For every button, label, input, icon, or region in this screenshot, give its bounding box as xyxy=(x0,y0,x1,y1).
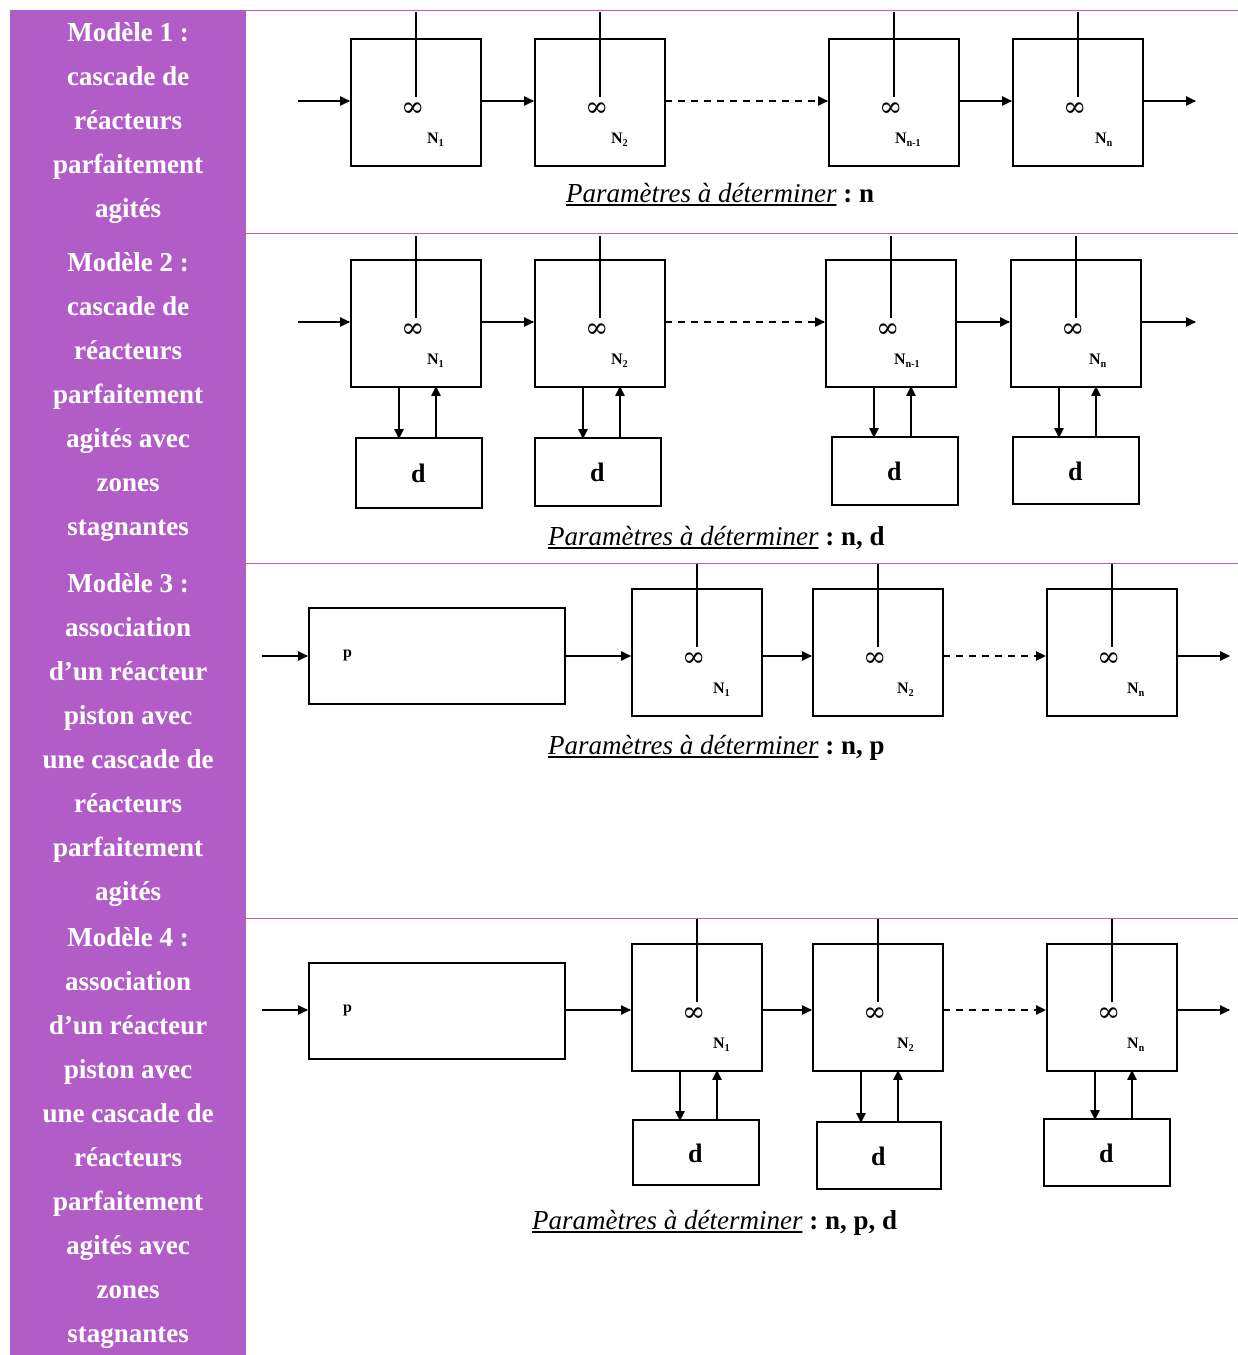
stagnant-zone-box xyxy=(534,437,662,507)
params-values: : n, d xyxy=(818,521,885,551)
reactor-label: Nn xyxy=(1089,351,1107,370)
model-label-line: Modèle 4 : xyxy=(67,922,189,952)
stagnant-zone-label: d xyxy=(1099,1139,1114,1168)
model-label-line: zones xyxy=(96,1274,160,1304)
reactor-label: Nn-1 xyxy=(895,130,920,149)
stirred-tank-reactor xyxy=(534,259,666,388)
model-4-label: Modèle 4 : association d’un réacteur pis… xyxy=(10,915,246,1355)
agitator-icon: ∞ xyxy=(585,90,608,123)
model-label-line: Modèle 2 : xyxy=(67,247,189,277)
reactor-label: N1 xyxy=(713,680,730,699)
model-label-line: association xyxy=(64,966,191,996)
plug-flow-label: p xyxy=(343,644,352,661)
model-label-line: réacteurs xyxy=(74,1142,182,1172)
row-divider xyxy=(246,10,1238,11)
agitator-icon: ∞ xyxy=(682,995,705,1028)
agitator-icon: ∞ xyxy=(585,311,608,344)
model-label-line: cascade de xyxy=(66,61,190,91)
reactor-label: N2 xyxy=(611,351,628,370)
agitator-icon: ∞ xyxy=(1061,311,1084,344)
stagnant-zone-box xyxy=(632,1119,760,1186)
model-label-line: association xyxy=(64,612,191,642)
stagnant-zone-label: d xyxy=(590,458,605,487)
row-divider xyxy=(246,233,1238,234)
model-2-label: Modèle 2 : cascade de réacteurs parfaite… xyxy=(10,240,246,548)
model-label-line: réacteurs xyxy=(74,335,182,365)
model-3-label: Modèle 3 : association d’un réacteur pis… xyxy=(10,561,246,913)
agitator-icon: ∞ xyxy=(401,311,424,344)
reactor-label: Nn xyxy=(1127,680,1145,699)
stagnant-zone-label: d xyxy=(871,1142,886,1171)
plug-flow-label: p xyxy=(343,999,352,1016)
stagnant-zone-label: d xyxy=(1068,457,1083,486)
reactor-label: Nn xyxy=(1127,1035,1145,1054)
stagnant-zone-box xyxy=(831,436,959,506)
params-values: : n, p xyxy=(818,730,885,760)
model-label-line: agités xyxy=(95,876,161,906)
model-label-line: stagnantes xyxy=(67,1318,189,1348)
stagnant-zone-box xyxy=(816,1121,942,1190)
model-1-params: Paramètres à déterminer : n xyxy=(566,178,874,209)
reactor-label: N2 xyxy=(611,130,628,149)
model-label-line: une cascade de xyxy=(42,1098,214,1128)
model-2-params: Paramètres à déterminer : n, d xyxy=(548,521,884,552)
model-4-params: Paramètres à déterminer : n, p, d xyxy=(532,1205,897,1236)
model-label-line: piston avec xyxy=(63,700,193,730)
agitator-icon: ∞ xyxy=(401,90,424,123)
model-3-params: Paramètres à déterminer : n, p xyxy=(548,730,884,761)
stagnant-zone-label: d xyxy=(887,457,902,486)
model-label-column xyxy=(10,10,246,1355)
stagnant-zone-box xyxy=(1012,436,1140,505)
model-label-line: agités avec xyxy=(66,1230,190,1260)
agitator-icon: ∞ xyxy=(682,640,705,673)
agitator-icon: ∞ xyxy=(876,311,899,344)
reactor-label: N2 xyxy=(897,680,914,699)
reactor-label: Nn-1 xyxy=(894,351,919,370)
row-divider xyxy=(246,918,1238,919)
agitator-icon: ∞ xyxy=(1063,90,1086,123)
stagnant-zone-label: d xyxy=(688,1139,703,1168)
params-label: Paramètres à déterminer xyxy=(532,1205,803,1235)
params-label: Paramètres à déterminer xyxy=(566,178,837,208)
model-label-line: une cascade de xyxy=(42,744,214,774)
model-label-line: parfaitement xyxy=(53,149,203,179)
stagnant-zone-box xyxy=(1043,1118,1171,1187)
model-label-line: réacteurs xyxy=(74,105,182,135)
model-label-line: parfaitement xyxy=(53,832,203,862)
params-values: : n, p, d xyxy=(802,1205,897,1235)
model-label-line: d’un réacteur xyxy=(48,1010,208,1040)
params-values: : n xyxy=(836,178,874,208)
plug-flow-reactor xyxy=(308,607,566,705)
stagnant-zone-label: d xyxy=(411,459,426,488)
agitator-icon: ∞ xyxy=(1097,640,1120,673)
model-label-line: agités xyxy=(95,193,161,223)
params-label: Paramètres à déterminer xyxy=(548,730,819,760)
model-label-line: parfaitement xyxy=(53,379,203,409)
stagnant-zone-box xyxy=(355,437,483,509)
model-label-line: parfaitement xyxy=(53,1186,203,1216)
agitator-icon: ∞ xyxy=(879,90,902,123)
model-1-label: Modèle 1 : cascade de réacteurs parfaite… xyxy=(10,10,246,230)
agitator-icon: ∞ xyxy=(863,995,886,1028)
model-label-line: cascade de xyxy=(66,291,190,321)
reactor-label: Nn xyxy=(1095,130,1113,149)
model-label-line: piston avec xyxy=(63,1054,193,1084)
reactor-label: N2 xyxy=(897,1035,914,1054)
row-divider xyxy=(246,563,1238,564)
model-label-line: agités avec xyxy=(66,423,190,453)
reactor-label: N1 xyxy=(427,130,444,149)
params-label: Paramètres à déterminer xyxy=(548,521,819,551)
agitator-icon: ∞ xyxy=(863,640,886,673)
model-label-line: stagnantes xyxy=(67,511,189,541)
model-label-line: Modèle 3 : xyxy=(67,568,189,598)
model-label-line: réacteurs xyxy=(74,788,182,818)
reactor-label: N1 xyxy=(427,351,444,370)
model-label-line: zones xyxy=(96,467,160,497)
reactor-label: N1 xyxy=(713,1035,730,1054)
agitator-icon: ∞ xyxy=(1097,995,1120,1028)
model-label-line: Modèle 1 : xyxy=(67,17,189,47)
model-label-line: d’un réacteur xyxy=(48,656,208,686)
